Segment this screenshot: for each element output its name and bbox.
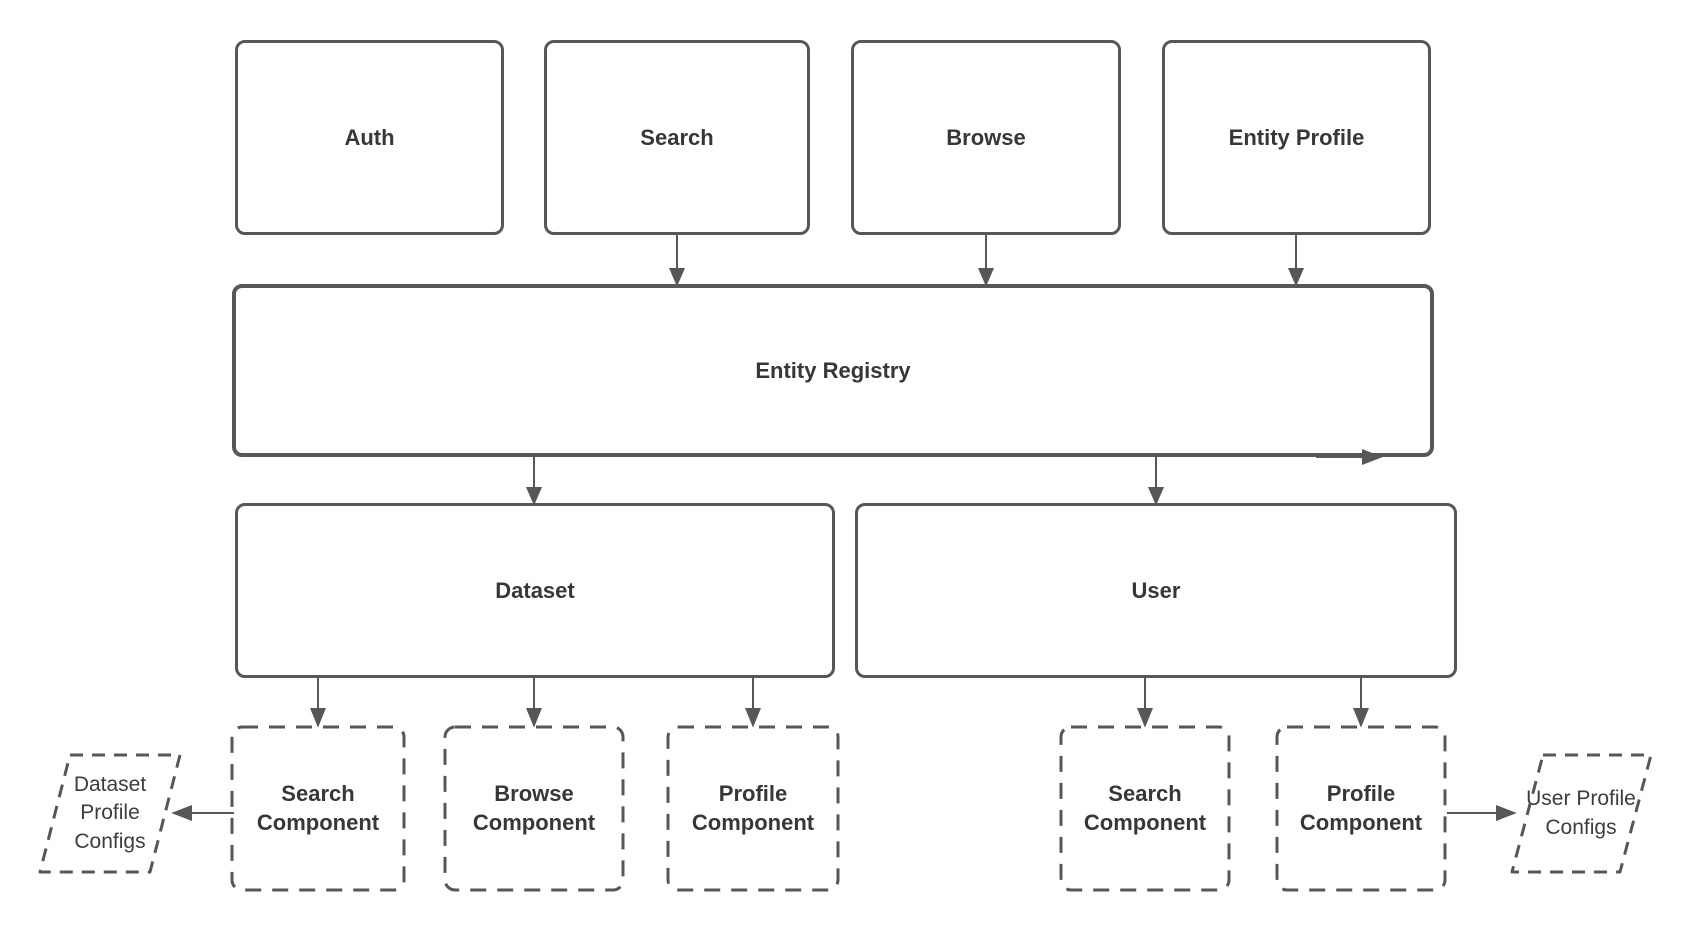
user-profile-component-label-box: Profile Component (1277, 727, 1445, 890)
user-search-component-label-box: Search Component (1061, 727, 1229, 890)
auth-label: Auth (344, 124, 395, 150)
dataset-profile-configs-label-box: Dataset Profile Configs (40, 755, 180, 872)
user-search-component-label: Search Component (1083, 780, 1207, 835)
user-box: User (855, 503, 1457, 678)
dataset-label: Dataset (495, 577, 575, 603)
user-profile-configs-label-box: User Profile Configs (1511, 755, 1651, 872)
dataset-search-component-label-box: Search Component (232, 727, 404, 890)
browse-label: Browse (946, 124, 1026, 150)
arrow-browse-to-registry (977, 235, 995, 287)
arrow-dataset-to-profile-component (745, 678, 761, 728)
arrow-entity-profile-to-registry (1287, 235, 1305, 287)
arrow-dataset-to-search-component (310, 678, 326, 728)
search-box: Search (544, 40, 810, 235)
search-label: Search (640, 124, 714, 150)
arrow-registry-to-user (1147, 457, 1165, 506)
arrow-dataset-to-browse-component (526, 678, 542, 728)
entity-profile-box: Entity Profile (1162, 40, 1431, 235)
entity-registry-label: Entity Registry (755, 357, 911, 383)
user-profile-component-label: Profile Component (1299, 780, 1423, 835)
auth-box: Auth (235, 40, 504, 235)
dataset-profile-component-label-box: Profile Component (668, 727, 838, 890)
user-profile-configs-label: User Profile Configs (1526, 787, 1636, 839)
arrow-user-to-profile-component (1353, 678, 1369, 728)
dataset-box: Dataset (235, 503, 835, 678)
arrow-profile-component-to-user-configs (1447, 805, 1517, 821)
dataset-profile-configs-label: Dataset Profile Configs (73, 772, 147, 853)
dataset-search-component-label: Search Component (256, 780, 380, 835)
arrow-registry-to-dataset (525, 457, 543, 506)
arrow-search-to-registry (668, 235, 686, 287)
browse-box: Browse (851, 40, 1121, 235)
dataset-browse-component-label: Browse Component (472, 780, 596, 835)
user-label: User (1131, 577, 1181, 603)
dataset-browse-component-label-box: Browse Component (445, 727, 623, 890)
dataset-profile-component-label: Profile Component (691, 780, 815, 835)
entity-registry-box: Entity Registry (232, 284, 1434, 457)
entity-profile-label: Entity Profile (1228, 124, 1365, 150)
arrow-user-to-search-component (1137, 678, 1153, 728)
arrow-search-component-to-dataset-configs (171, 805, 234, 821)
